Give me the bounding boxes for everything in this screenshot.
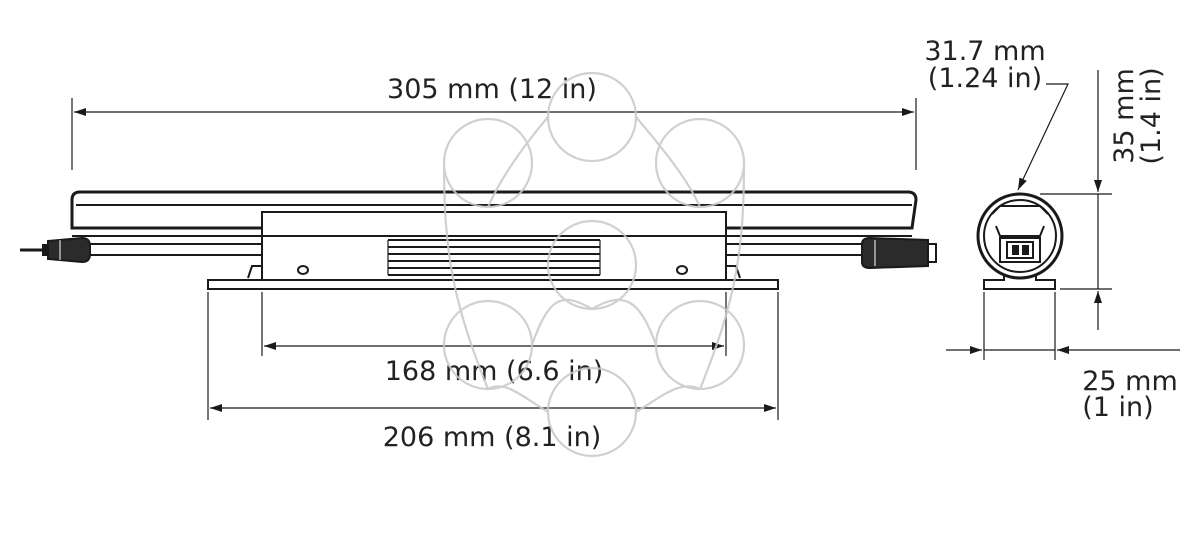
dim-base-width [946,292,1180,360]
label-mount-spacing: 168 mm (6.6 in) [385,356,604,387]
watermark-flower-icon [442,71,746,458]
label-base-width-in: (1 in) [1082,392,1153,423]
base-plate [207,279,779,290]
side-view [20,190,937,290]
label-height-mm: 35 mm [1109,68,1140,164]
dim-base-length [207,292,779,420]
label-base-width-mm: 25 mm [1082,366,1178,397]
dim-height [1040,70,1112,330]
dim-diameter [1017,83,1069,191]
right-plug [861,236,937,270]
screw-hole-right [676,265,688,275]
left-plug [20,236,91,264]
screw-hole-left [297,265,309,275]
label-diameter-mm: 31.7 mm [924,36,1045,67]
label-height-in: (1.4 in) [1136,67,1167,164]
ballast-fins [387,239,601,276]
end-view [976,192,1064,290]
label-diameter-in: (1.24 in) [928,63,1042,94]
dim-mount-spacing [261,292,727,356]
label-overall-length: 305 mm (12 in) [387,74,597,105]
end-connector [1006,241,1034,259]
dim-overall-length [71,98,917,170]
